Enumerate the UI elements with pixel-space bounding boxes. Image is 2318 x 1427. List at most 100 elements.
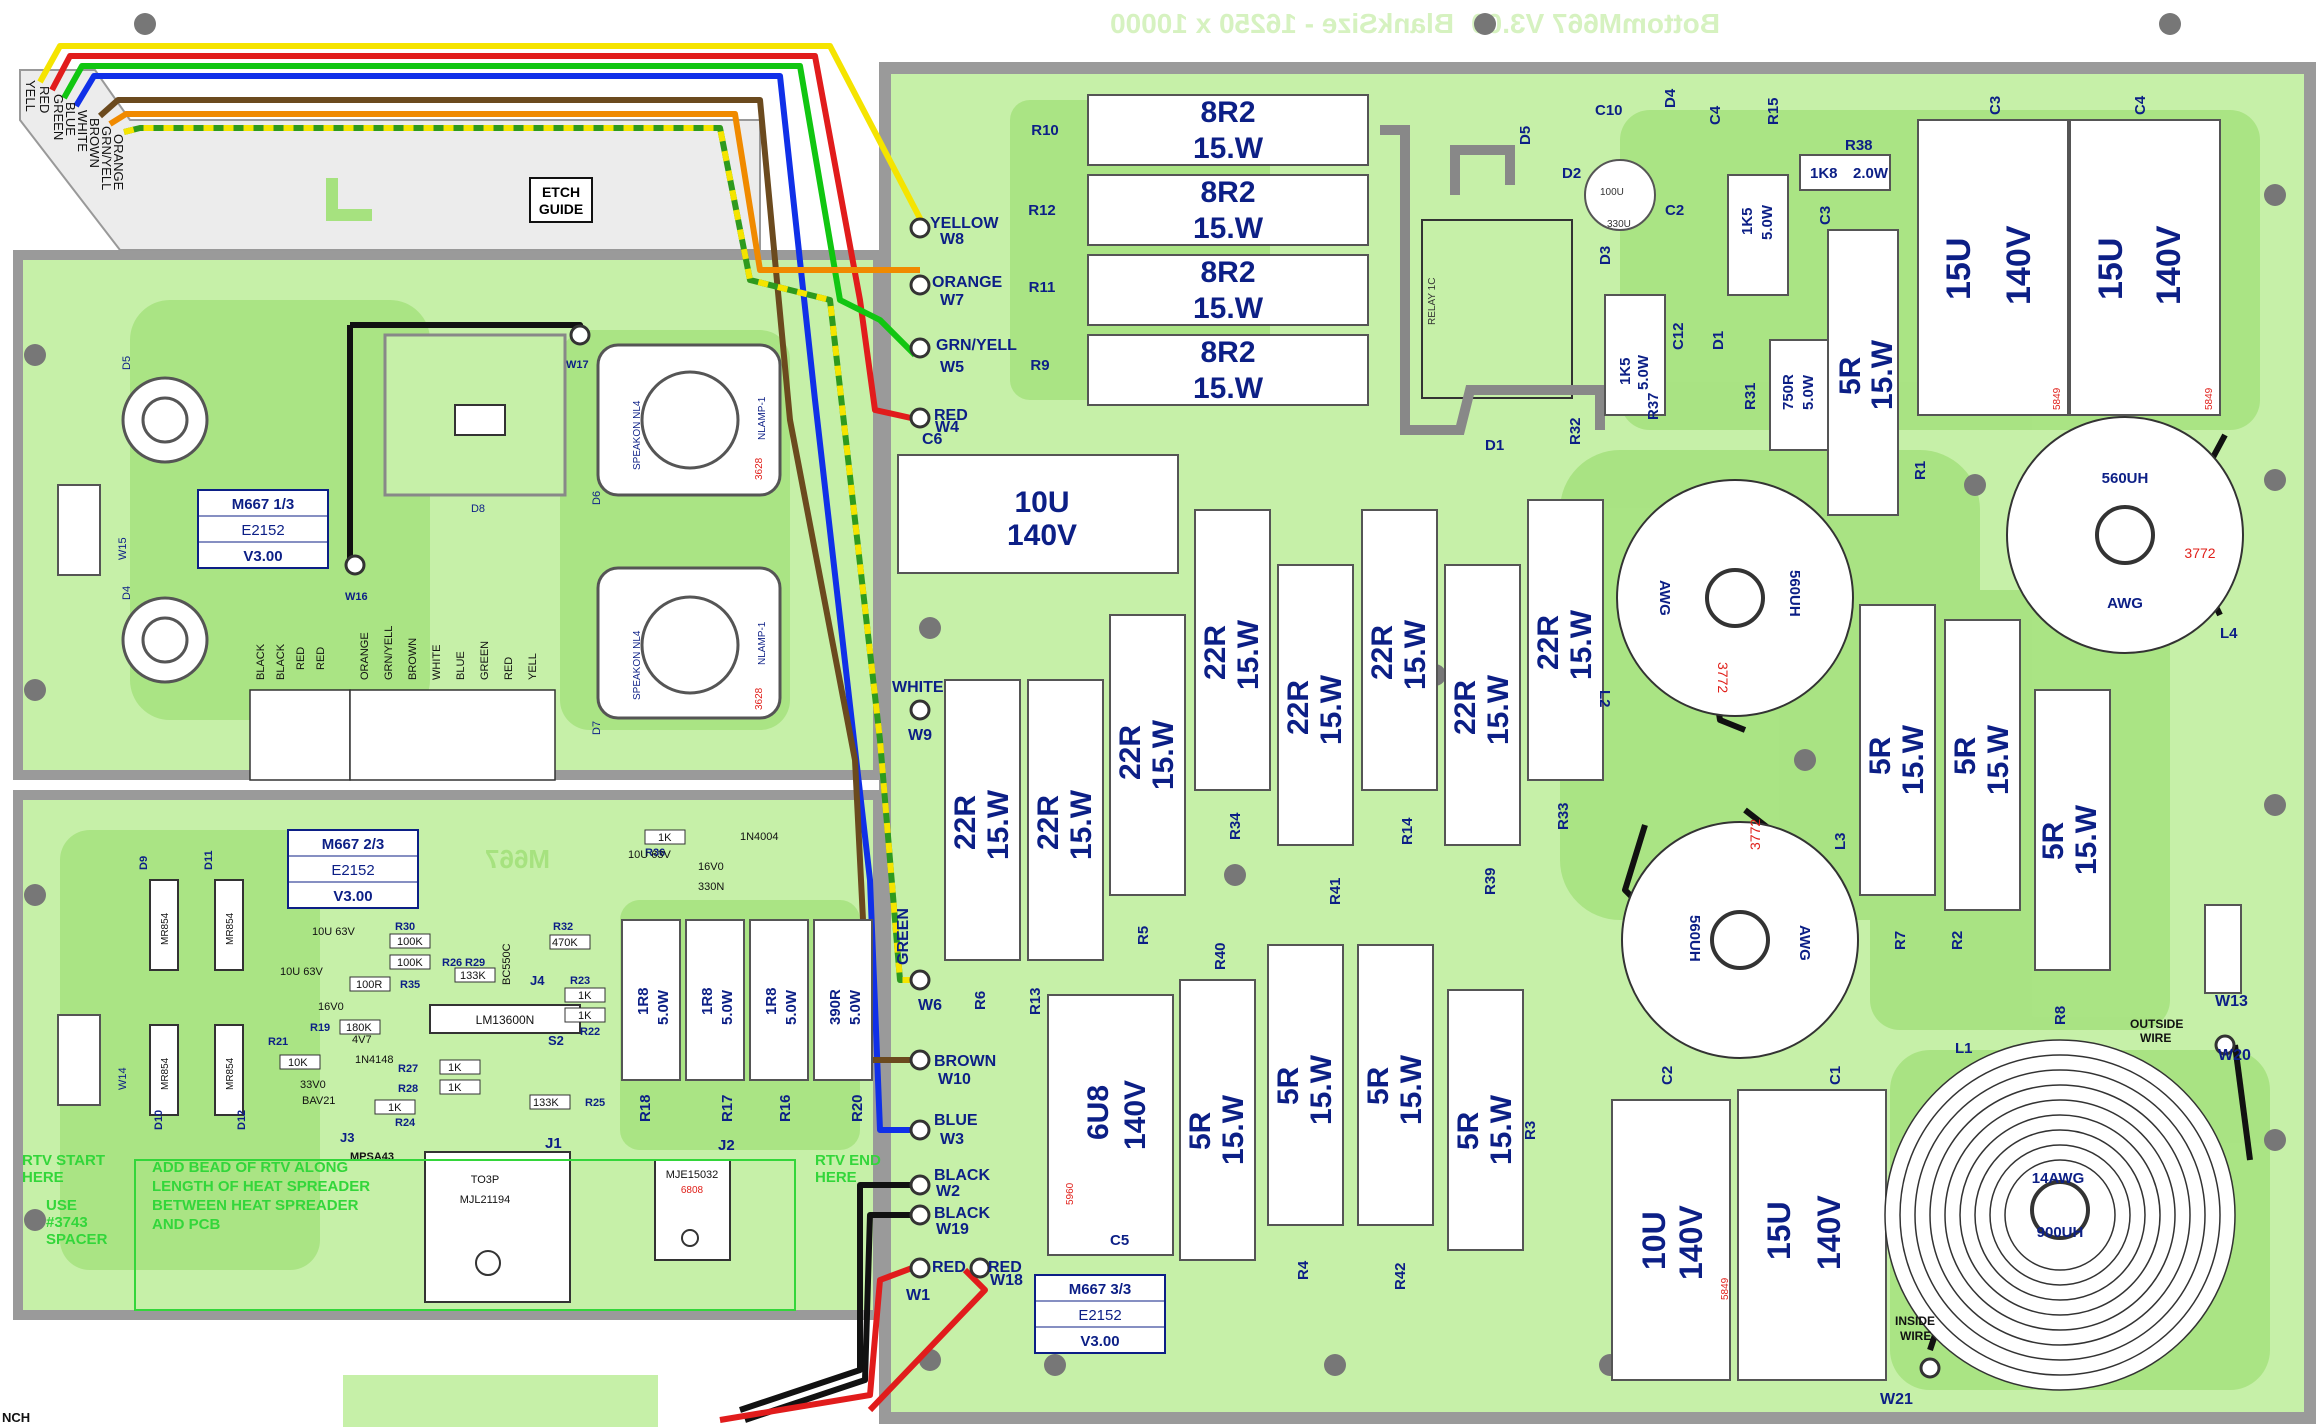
mje-label: MJE15032 [666, 1169, 719, 1181]
bc-val: BC550C [501, 943, 513, 985]
r-ref: R33 [1555, 802, 1572, 830]
nlamp-label: NLAMP-1 [757, 396, 768, 440]
rtv-start-2: HERE [22, 1169, 64, 1186]
sr-val: 390R [827, 989, 844, 1025]
r1-val: 5R [1834, 356, 1867, 395]
r22-watt: 15.W [1232, 619, 1265, 690]
j4-label: D7 [591, 721, 603, 735]
etch-guide-line2: GUIDE [539, 201, 583, 217]
c4-volt: 140V [2150, 225, 2188, 305]
sr-watt: 5.0W [783, 989, 800, 1025]
d11-label: D11 [203, 850, 215, 870]
wire-name: RED [934, 407, 968, 424]
r-ref: R4 [1295, 1260, 1312, 1280]
caps-c3-c4 [1917, 119, 2221, 416]
part-ref: R22 [580, 1026, 600, 1038]
part-val: 133K [460, 970, 486, 982]
part-ref: R35 [400, 979, 420, 991]
board-code: E2152 [1078, 1307, 1121, 1324]
r31-watt: 5.0W [1800, 374, 1817, 410]
c1-val: 15U [1761, 1201, 1797, 1260]
r-ref: R40 [1212, 942, 1229, 970]
c10-val: 100U [1600, 187, 1624, 198]
caps-c1-c2-labels: C2 10U 140V C1 15U 140V [1636, 1066, 1847, 1280]
sr-val: 1R8 [635, 987, 652, 1015]
r38-watt: 2.0W [1853, 165, 1889, 182]
c2-ref: C2 [1659, 1066, 1676, 1085]
use-1: USE [46, 1197, 77, 1214]
to3p-label: TO3P [471, 1174, 500, 1186]
r38-val: 1K8 [1810, 165, 1838, 182]
hdr-label: RED [295, 647, 307, 670]
header-pins [249, 689, 556, 781]
r15-watt: 5.0W [1759, 204, 1776, 240]
resistor-right-5r-labels: 5R 15.W 5R 15.W 5R 15.W [1864, 724, 2103, 875]
hdr-label: YELL [527, 653, 539, 680]
part-ref: R30 [395, 921, 415, 933]
r22-val: 22R [1282, 680, 1315, 735]
board-title: M667 2/3 [322, 836, 385, 853]
small-top-resistor-labels: R15 1K5 5.0W R38 1K8 2.0W R37 1K5 5.0W R… [1567, 97, 1889, 445]
res-val: 8R2 [1200, 96, 1255, 129]
r38-ref: R38 [1845, 137, 1873, 154]
r5-watt: 15.W [1485, 1094, 1518, 1165]
d15-val: 1N4148 [355, 1054, 394, 1066]
q3-ref: J3 [340, 1130, 354, 1145]
l4-ref: L4 [2220, 625, 2238, 642]
res-ref: R9 [1030, 357, 1049, 374]
resistor-right-5r-refs: R7 R2 R8 [1892, 931, 2069, 1025]
d17-val: BAV21 [302, 1095, 335, 1107]
etch-guide-box [529, 177, 593, 223]
ic-label: LM13600N [476, 1013, 535, 1027]
c9-val: 10U 63V [280, 966, 323, 978]
c3-ref: C3 [1987, 96, 2004, 115]
r22-watt: 15.W [1147, 719, 1180, 790]
k1-label: D1 [1485, 437, 1504, 454]
diode-label: MR854 [160, 1057, 171, 1090]
inductor-l2: 560UH AWG 3772 L2 [1596, 479, 1854, 717]
cable-label: BLUE [63, 102, 78, 136]
sr-ref: R20 [849, 1094, 866, 1122]
c3-code: 5849 [2052, 387, 2063, 410]
r22-val: 22R [949, 795, 982, 850]
rtv-notes: RTV START HERE USE #3743 SPACER ADD BEAD… [22, 1152, 881, 1248]
res-val: 8R2 [1200, 336, 1255, 369]
l4-val: 560UH [2102, 470, 2149, 487]
q4-ref: J4 [530, 973, 545, 988]
wire-ref: W2 [936, 1183, 960, 1200]
wire-name: RED [988, 1259, 1022, 1276]
q2-mount-hole [681, 1229, 699, 1247]
r22-val: 22R [1199, 625, 1232, 680]
resistor-5r-labels: 5R 15.W 5R 15.W 5R 15.W 5R 15.W [1184, 1054, 1518, 1165]
wire-name: GRN/YELL [936, 337, 1017, 354]
hdr-label: GRN/YELL [383, 626, 395, 680]
r5-watt: 15.W [1305, 1054, 1338, 1125]
wire-ref: W9 [908, 727, 932, 744]
outside-wire-2: WIRE [2140, 1031, 2171, 1045]
caps-c1-c2 [1611, 1089, 1887, 1381]
hdr-label: ORANGE [359, 632, 371, 680]
c1-volt: 140V [1811, 1195, 1847, 1270]
wire-name: ORANGE [932, 274, 1003, 291]
sr-val: 1R8 [763, 987, 780, 1015]
part-val: 1K [388, 1102, 402, 1114]
cable-label: BROWN [87, 118, 102, 168]
part-ref: R26 [442, 957, 462, 969]
j1-label: D4 [121, 586, 133, 600]
sr-ref: R16 [777, 1094, 794, 1122]
cable-label: RED [37, 86, 52, 113]
r5-val: 5R [1362, 1066, 1395, 1105]
terminal-block-w15 [57, 484, 101, 576]
board-info-3: M667 3/3 E2152 V3.00 [1034, 1274, 1166, 1354]
c33-val: 33V0 [300, 1079, 326, 1091]
r5-val: 5R [1452, 1111, 1485, 1150]
relay-label: RELAY 1C [1427, 278, 1438, 325]
part-ref: R24 [395, 1117, 416, 1129]
part-val: 100K [397, 936, 423, 948]
wire-name: RED [932, 1259, 966, 1276]
d16-val: 16V0 [698, 861, 724, 873]
q1-ref: J1 [545, 1135, 562, 1152]
r1-ref: R1 [1912, 461, 1929, 480]
l1-val: 900UH [2037, 1224, 2084, 1241]
speakon-connectors [596, 343, 782, 720]
